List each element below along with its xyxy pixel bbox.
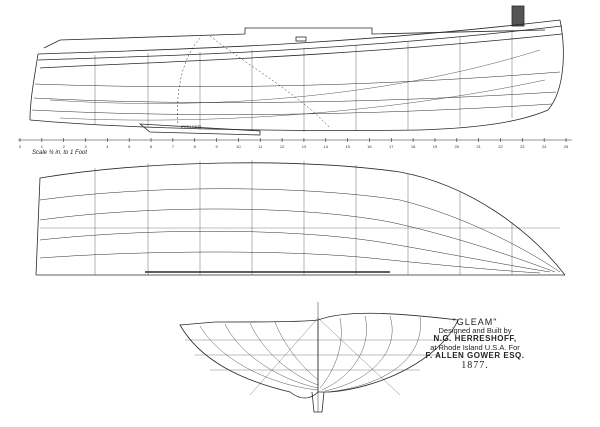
scale-tick-label: 25 bbox=[564, 144, 569, 149]
deck-outline bbox=[35, 162, 566, 276]
scale-tick-label: 5 bbox=[128, 144, 131, 149]
scale-tick-label: 7 bbox=[172, 144, 175, 149]
deck-line bbox=[39, 33, 563, 69]
scale-tick-label: 15 bbox=[345, 144, 350, 149]
section-outline bbox=[179, 319, 319, 399]
scale-tick-label: 24 bbox=[542, 144, 547, 149]
scale-tick-label: 18 bbox=[411, 144, 416, 149]
scale-tick-label: 3 bbox=[84, 144, 87, 149]
scale-tick-label: 6 bbox=[150, 144, 153, 149]
builder-name: N.G. HERRESHOFF, bbox=[433, 334, 517, 344]
diagonal-line bbox=[317, 317, 401, 396]
waterline-curves bbox=[39, 188, 561, 274]
sheer-line bbox=[37, 19, 561, 55]
scale-tick-label: 20 bbox=[455, 144, 460, 149]
body-waterlines bbox=[185, 339, 450, 371]
scale-tick-label: 11 bbox=[258, 144, 263, 149]
scale-tick-label: 4 bbox=[106, 144, 109, 149]
stem bbox=[547, 19, 564, 111]
scale-tick-label: 17 bbox=[389, 144, 394, 149]
scale-tick-label: 23 bbox=[520, 144, 525, 149]
half-breadth-view bbox=[35, 160, 566, 276]
station-lines bbox=[94, 30, 513, 132]
iron-keel-label: IRON KEEL bbox=[181, 124, 203, 129]
scale-tick-label: 8 bbox=[194, 144, 197, 149]
scale-tick-label: 16 bbox=[367, 144, 372, 149]
keel-line bbox=[29, 109, 549, 131]
location-line: at Rhode Island U.S.A. For bbox=[430, 342, 520, 352]
scale-tick-label: 2 bbox=[63, 144, 66, 149]
scale-tick-label: 1 bbox=[41, 144, 44, 149]
profile-view bbox=[29, 5, 564, 136]
funnel bbox=[511, 5, 525, 27]
centreboard-outline bbox=[177, 37, 201, 126]
waterline bbox=[31, 103, 553, 115]
title-block: "GLEAM" Designed and Built by N.G. HERRE… bbox=[400, 317, 550, 371]
scale-tick-label: 21 bbox=[476, 144, 481, 149]
cabin-trunk bbox=[43, 27, 546, 49]
diagonal-line bbox=[249, 317, 319, 396]
scale-tick-label: 13 bbox=[302, 144, 307, 149]
scale-tick-label: 0 bbox=[19, 144, 22, 149]
scale-tick-label: 10 bbox=[236, 144, 241, 149]
year: 1877. bbox=[461, 359, 489, 371]
scale-tick-label: 12 bbox=[280, 144, 285, 149]
rail-line bbox=[37, 25, 563, 61]
stern bbox=[29, 53, 39, 121]
section-curves bbox=[199, 315, 421, 393]
scale-tick-label: 9 bbox=[215, 144, 218, 149]
scale-tick-label: 22 bbox=[498, 144, 503, 149]
diagonal-line bbox=[49, 49, 541, 104]
scale-note: Scale ¾ in. to 1 Foot bbox=[32, 150, 88, 156]
waterline bbox=[34, 71, 561, 87]
keel-fin bbox=[311, 391, 325, 413]
iron-keel bbox=[138, 123, 261, 136]
diagonal-line bbox=[59, 79, 546, 121]
owner-name: F. ALLEN GOWER ESQ. bbox=[425, 350, 525, 360]
hatch bbox=[295, 36, 307, 42]
designed-by-line: Designed and Built by bbox=[438, 326, 512, 336]
body-plan-view bbox=[179, 302, 459, 413]
centreboard-outline bbox=[209, 35, 331, 129]
half-breadth-stations bbox=[94, 160, 513, 275]
scale-tick-label: 14 bbox=[324, 144, 329, 149]
scale-tick-label: 19 bbox=[433, 144, 438, 149]
boat-name: "GLEAM" bbox=[452, 317, 498, 327]
waterline bbox=[33, 91, 557, 103]
section-outline bbox=[317, 312, 459, 393]
